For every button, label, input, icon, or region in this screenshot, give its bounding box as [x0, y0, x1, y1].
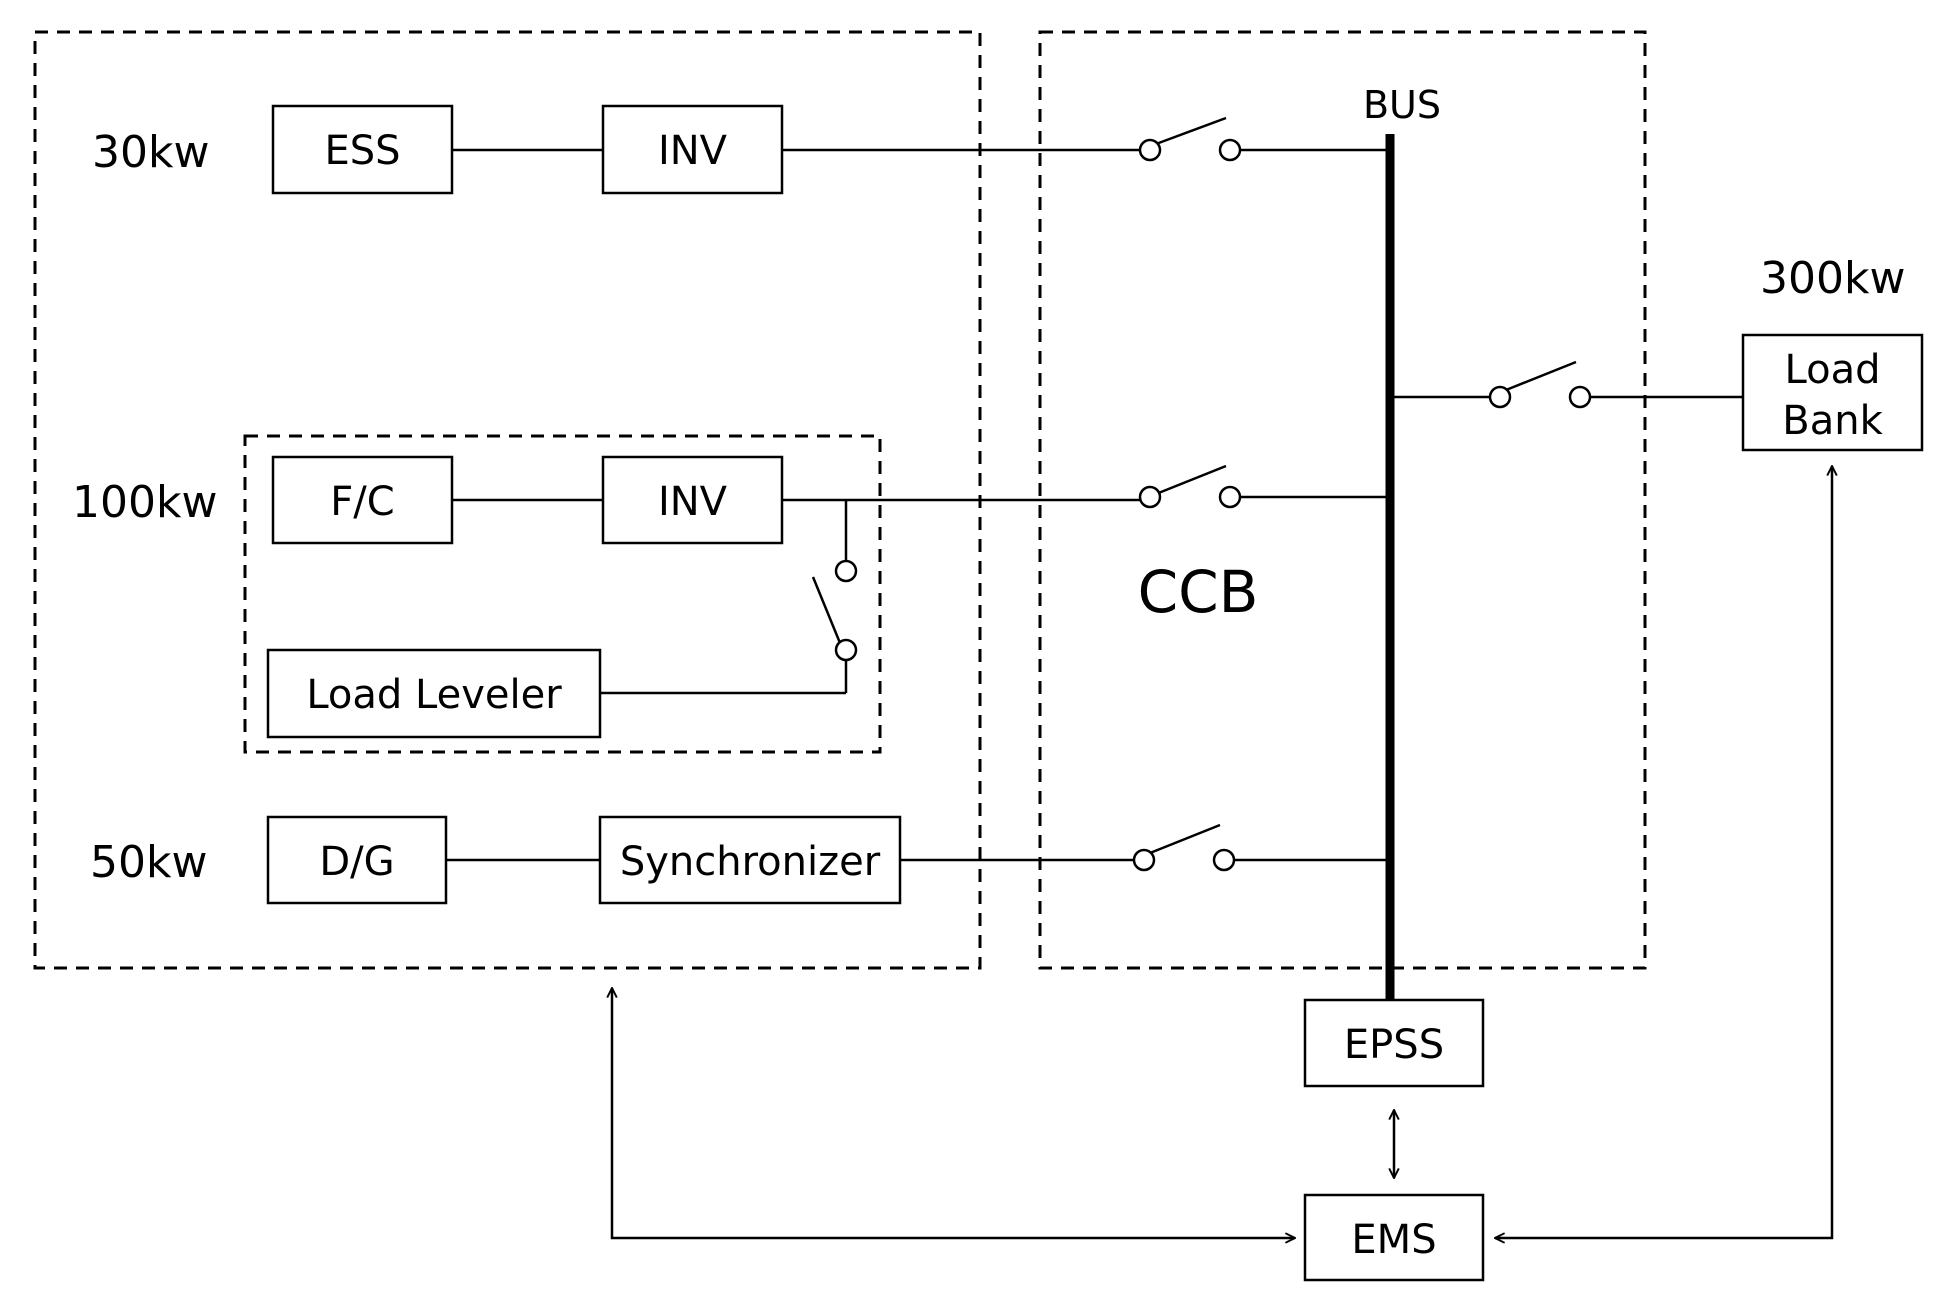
fc-box: F/C	[271, 455, 454, 545]
svg-text:Synchronizer: Synchronizer	[620, 839, 881, 885]
ess-power-label: 30kw	[92, 127, 209, 178]
svg-text:INV: INV	[658, 479, 728, 525]
ess-box: ESS	[271, 104, 454, 195]
load-leveler-box: Load Leveler	[266, 648, 602, 739]
fuel-cell-subgroup-boundary	[243, 434, 882, 754]
ccb-switch-ess[interactable]	[1138, 116, 1242, 162]
ccb-label: CCB	[1138, 558, 1259, 626]
load-bank-box: Load Bank	[1741, 333, 1924, 452]
svg-text:F/C: F/C	[330, 479, 394, 525]
ems-box: EMS	[1303, 1193, 1485, 1282]
ems-generation-arrow	[612, 988, 1295, 1238]
svg-text:Load Leveler: Load Leveler	[306, 672, 562, 718]
ems-load-bank-arrow	[1495, 466, 1832, 1238]
svg-text:Bank: Bank	[1782, 398, 1883, 444]
synchronizer-box: Synchronizer	[598, 815, 902, 905]
ccb-switch-dg[interactable]	[1132, 823, 1236, 872]
inv-top-box: INV	[601, 104, 784, 195]
svg-text:D/G: D/G	[319, 839, 394, 885]
dg-box: D/G	[266, 815, 448, 905]
inv-mid-box: INV	[601, 455, 784, 545]
dg-power-label: 50kw	[90, 837, 207, 888]
load-leveler-switch[interactable]	[811, 559, 858, 662]
bus-label: BUS	[1363, 83, 1441, 127]
svg-text:Load: Load	[1785, 347, 1881, 393]
epss-box: EPSS	[1303, 998, 1485, 1088]
svg-text:ESS: ESS	[324, 128, 400, 174]
svg-text:INV: INV	[658, 128, 728, 174]
load-power-label: 300kw	[1760, 253, 1905, 304]
svg-text:EMS: EMS	[1351, 1217, 1436, 1263]
svg-text:EPSS: EPSS	[1344, 1022, 1444, 1068]
fc-power-label: 100kw	[72, 477, 217, 528]
ccb-switch-fc[interactable]	[1138, 464, 1242, 509]
ccb-switch-load[interactable]	[1488, 360, 1592, 409]
